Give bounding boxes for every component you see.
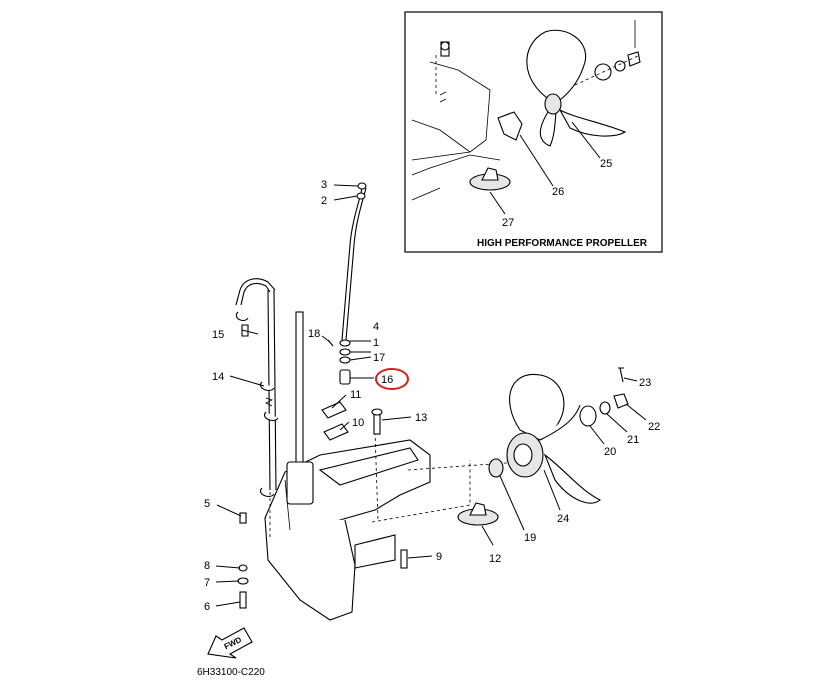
- inset-lower-unit: [411, 41, 501, 201]
- callout-17: 17: [373, 352, 385, 364]
- washer-21: [599, 401, 611, 415]
- callout-27: 27: [502, 217, 514, 229]
- fwd-arrow: FWD: [207, 627, 253, 659]
- callout-11: 11: [350, 389, 361, 401]
- diagram-code: 6H33100-C220: [197, 667, 265, 678]
- highlight-circle[interactable]: [375, 368, 409, 390]
- inset-title: HIGH PERFORMANCE PROPELLER: [477, 238, 648, 249]
- propeller-24: [506, 373, 602, 504]
- callout-21: 21: [627, 434, 639, 446]
- callout-15: 15: [212, 329, 224, 341]
- callout-23: 23: [639, 377, 651, 389]
- inset-washer: [614, 60, 626, 72]
- callout-7: 7: [204, 577, 210, 589]
- callout-2: 2: [321, 195, 327, 207]
- bolt-6: [239, 591, 247, 609]
- drive-shaft: [295, 311, 304, 483]
- callout-8: 8: [204, 560, 210, 572]
- spacer-20: [579, 405, 597, 427]
- callout-19: 19: [524, 532, 536, 544]
- callout-13: 13: [415, 412, 427, 424]
- callout-22: 22: [648, 421, 660, 433]
- callout-26: 26: [552, 186, 564, 198]
- part-16-bushing: [339, 369, 351, 385]
- callout-10: 10: [352, 417, 364, 429]
- washer-19: [488, 458, 504, 478]
- inset-part-26: [497, 111, 523, 141]
- callout-24: 24: [557, 513, 569, 525]
- callout-5: 5: [204, 498, 210, 510]
- callout-14: 14: [212, 371, 224, 383]
- callout-18: 18: [308, 328, 320, 340]
- leader-lines: [215, 184, 647, 607]
- inset-part-25: [526, 29, 627, 147]
- nut-22: [613, 393, 629, 409]
- callout-20: 20: [604, 446, 616, 458]
- main-assembly: FWD: [207, 182, 629, 659]
- callout-3: 3: [321, 179, 327, 191]
- callout-4: 4: [373, 321, 379, 333]
- callout-numbers: 3 2 4 1 18 17 16 15 14 11 10 13 5 8 7 6 …: [204, 179, 660, 613]
- callout-25: 25: [600, 158, 612, 170]
- washer-7: [237, 577, 249, 585]
- callout-12: 12: [489, 553, 501, 565]
- callout-6: 6: [204, 601, 210, 613]
- callout-1: 1: [373, 337, 379, 349]
- inset-nut: [627, 51, 641, 67]
- bolt-9: [400, 549, 408, 569]
- pin-5: [239, 512, 247, 524]
- callout-16: 16: [381, 374, 393, 386]
- callout-9: 9: [436, 551, 442, 563]
- washer-8: [238, 564, 248, 572]
- inset-panel: HIGH PERFORMANCE PROPELLER: [404, 11, 663, 253]
